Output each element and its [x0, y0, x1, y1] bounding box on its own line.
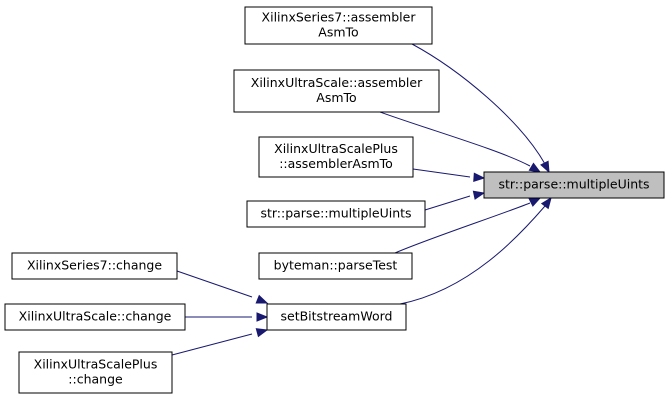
graph-node[interactable]: str::parse::multipleUints [246, 200, 426, 228]
node-box [483, 171, 665, 199]
arrowhead [528, 162, 542, 173]
node-label: XilinxSeries7::assembler [262, 10, 417, 25]
edge-n4-to-focus [424, 190, 486, 211]
nodes-layer: str::parse::multipleUintsXilinxSeries7::… [4, 6, 665, 394]
node-label: AsmTo [318, 25, 358, 40]
arrowhead [540, 160, 550, 174]
graph-node[interactable]: setBitstreamWord [266, 303, 407, 331]
graph-node[interactable]: XilinxSeries7::assemblerAsmTo [244, 6, 433, 45]
graph-node[interactable]: byteman::parseTest [258, 252, 413, 280]
node-box [4, 303, 186, 331]
graph-node[interactable]: XilinxUltraScale::assemblerAsmTo [233, 69, 440, 113]
edges-layer [171, 43, 552, 356]
node-label: ::assemblerAsmTo [279, 156, 393, 171]
arrowhead [528, 197, 542, 207]
arrowhead [473, 172, 486, 182]
edge-line [412, 168, 471, 178]
node-label: AsmTo [316, 90, 356, 105]
node-label: str::parse::multipleUints [260, 206, 411, 221]
edge-line [176, 270, 253, 298]
edge-n6-to-focus [399, 196, 552, 305]
node-box [258, 252, 413, 280]
edge-n7-to-n6 [176, 270, 269, 304]
edge-n9-to-n6 [171, 328, 269, 356]
edge-line [424, 195, 471, 211]
node-label: byteman::parseTest [274, 258, 398, 273]
node-box [244, 6, 433, 45]
edge-n3-to-focus [412, 168, 486, 182]
edge-n1-to-focus [411, 43, 550, 174]
node-box [258, 136, 414, 178]
graph-node[interactable]: XilinxSeries7::change [11, 252, 178, 280]
node-label: XilinxUltraScale::change [19, 309, 172, 324]
arrowhead [540, 196, 552, 210]
node-box [233, 69, 440, 113]
edge-line [171, 333, 253, 356]
edge-line [379, 111, 531, 167]
focus-node: str::parse::multipleUints [483, 171, 665, 199]
node-label: XilinxUltraScale::assembler [251, 75, 423, 90]
graph-node[interactable]: XilinxUltraScale::change [4, 303, 186, 331]
node-box [11, 252, 178, 280]
arrowhead [255, 328, 269, 338]
edge-n8-to-n6 [185, 312, 269, 322]
node-box [266, 303, 407, 331]
node-box [18, 351, 173, 394]
node-label: XilinxSeries7::change [27, 258, 162, 273]
arrowhead [256, 312, 269, 322]
node-label: XilinxUltraScalePlus [34, 357, 158, 372]
node-box [246, 200, 426, 228]
graph-node[interactable]: XilinxUltraScalePlus::assemblerAsmTo [258, 136, 414, 178]
edge-line [394, 202, 531, 254]
graph-node[interactable]: XilinxUltraScalePlus::change [18, 351, 173, 394]
node-label: str::parse::multipleUints [498, 177, 649, 192]
node-label: setBitstreamWord [281, 309, 393, 324]
node-label: ::change [68, 372, 123, 387]
edge-line [411, 43, 546, 165]
arrowhead [472, 190, 486, 200]
node-label: XilinxUltraScalePlus [274, 141, 398, 156]
edge-n2-to-focus [379, 111, 542, 173]
edge-line [399, 205, 546, 305]
arrowhead [255, 294, 269, 304]
